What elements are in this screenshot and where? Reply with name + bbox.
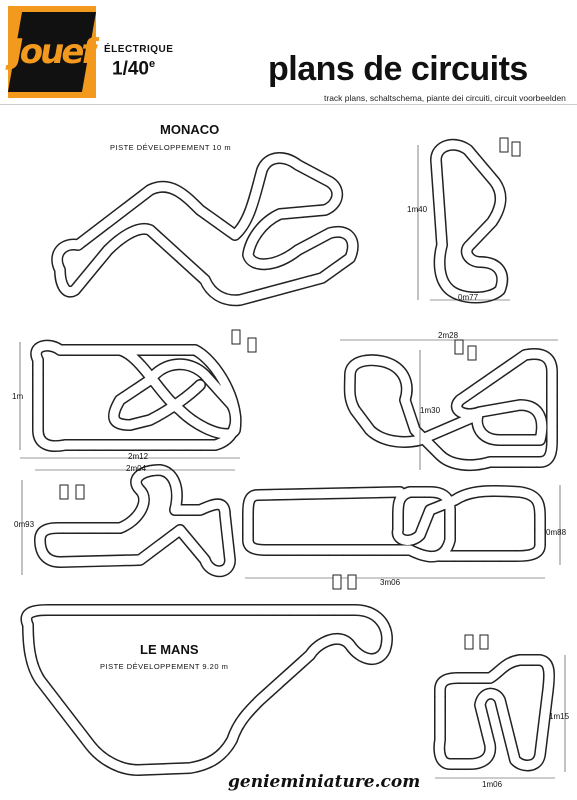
dim-right-mid-height: 1m30 (420, 406, 441, 415)
le-mans-piste: PISTE DÉVELOPPEMENT 9.20 m (100, 662, 229, 671)
dim-center-oval-height: 0m88 (546, 528, 567, 537)
le-mans-track (20, 604, 393, 776)
dimension-lines (19, 145, 566, 779)
right-mid-track (343, 348, 558, 472)
jouef-logo: Jouef (7, 6, 97, 98)
dim-small-top-right-width: 0m77 (458, 293, 479, 302)
header-divider (0, 104, 577, 105)
dim-small-bottom-right-width: 1m06 (482, 780, 503, 789)
electrique-label: ÉLECTRIQUE (104, 44, 174, 55)
dim-figure8-width: 2m12 (128, 452, 149, 461)
dim-small-top-right-height: 1m40 (407, 205, 428, 214)
page-subtitle: track plans, schaltschema, piante dei ci… (324, 93, 566, 103)
dim-right-mid-width: 2m28 (438, 331, 459, 340)
center-oval-track (242, 484, 546, 563)
figure8-track (30, 339, 242, 453)
small-top-right-track (430, 138, 509, 304)
scale-label: 1/40e (112, 58, 156, 80)
small-bottom-right-track (433, 654, 555, 772)
monaco-piste: PISTE DÉVELOPPEMENT 10 m (110, 143, 232, 152)
monaco-track (51, 152, 359, 307)
monaco-title: MONACO (160, 122, 220, 137)
dim-left-lower-width: 2m04 (126, 464, 147, 473)
dim-small-bottom-right-height: 1m15 (549, 712, 570, 721)
left-lower-track (34, 464, 236, 578)
dim-figure8-height: 1m (12, 392, 24, 401)
dim-left-lower-height: 0m93 (14, 520, 35, 529)
le-mans-title: LE MANS (140, 642, 199, 657)
page-title: plans de circuits (268, 50, 528, 88)
controller-icons (59, 137, 521, 650)
site-watermark: genieminiature.com (228, 772, 421, 792)
dim-center-oval-width: 3m06 (380, 578, 401, 587)
